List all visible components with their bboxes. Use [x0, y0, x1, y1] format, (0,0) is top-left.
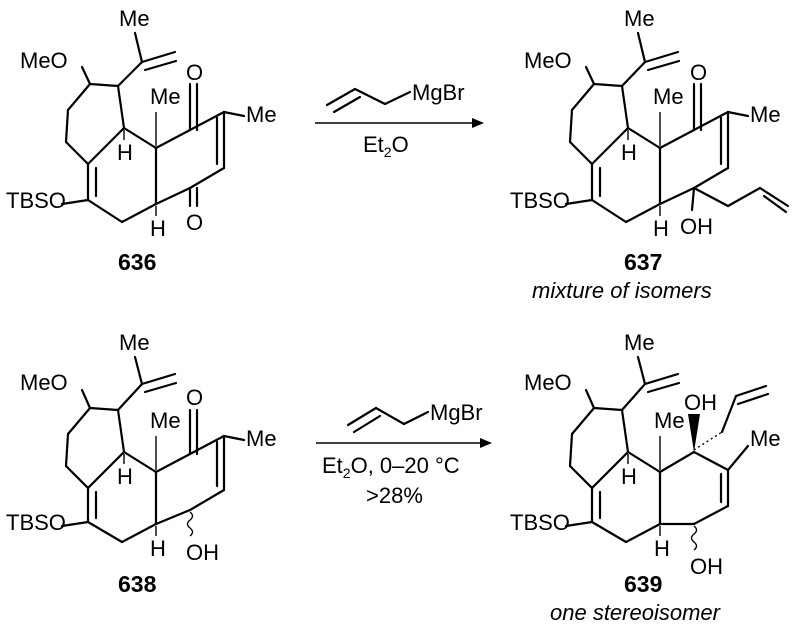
me-label: Me: [654, 408, 685, 433]
compound-636-structure: Me MeO TBSO H Me H O: [6, 6, 277, 275]
o-label: O: [186, 210, 203, 235]
reagent-label: MgBr: [430, 400, 483, 425]
oh-label: OH: [690, 554, 723, 579]
tbso-label: TBSO: [510, 188, 570, 213]
reagent-label: MgBr: [412, 80, 465, 105]
reaction-arrow-1: MgBr Et2O: [315, 80, 484, 160]
yield-label: >28%: [366, 483, 423, 508]
oh-label: OH: [680, 214, 713, 239]
me-label: Me: [119, 330, 150, 355]
compound-639-structure: Me MeO TBSO H Me H OH Me: [510, 330, 781, 625]
h-label: H: [621, 140, 637, 165]
h-label: H: [150, 216, 166, 241]
oh-label: OH: [684, 390, 717, 415]
reaction-arrow-2: MgBr Et2O, 0–20 °C >28%: [316, 400, 492, 508]
conditions-label: Et2O: [363, 132, 409, 160]
meo-label: MeO: [20, 370, 68, 395]
oh-label: OH: [186, 540, 219, 565]
oh-wedge: [688, 414, 700, 452]
me-label: Me: [246, 426, 277, 451]
meo-label: MeO: [524, 370, 572, 395]
tbso-label: TBSO: [510, 510, 570, 535]
h-label: H: [150, 536, 166, 561]
compound-637-structure: Me MeO TBSO H Me H O Me: [510, 6, 790, 303]
me-label: Me: [150, 84, 181, 109]
tbso-label: TBSO: [6, 188, 66, 213]
compound-number-636: 636: [118, 249, 156, 275]
o-label: O: [186, 385, 203, 410]
me-label: Me: [624, 330, 655, 355]
me-label: Me: [624, 6, 655, 31]
h-label: H: [117, 140, 133, 165]
h-label: H: [654, 536, 670, 561]
meo-label: MeO: [20, 48, 68, 73]
me-label: Me: [150, 408, 181, 433]
h-label: H: [117, 464, 133, 489]
me-label: Me: [246, 102, 277, 127]
compound-note-639: one stereoisomer: [550, 600, 722, 625]
o-label: O: [690, 60, 707, 85]
meo-label: MeO: [524, 48, 572, 73]
me-label: Me: [750, 102, 781, 127]
o-label: O: [186, 60, 203, 85]
compound-number-637: 637: [624, 249, 662, 275]
me-label: Me: [653, 84, 684, 109]
compound-638-structure: Me MeO TBSO H Me H O Me: [6, 330, 277, 597]
compound-number-639: 639: [624, 571, 662, 597]
h-label: H: [621, 464, 637, 489]
me-label: Me: [750, 426, 781, 451]
conditions-label: Et2O, 0–20 °C: [322, 453, 460, 481]
compound-number-638: 638: [118, 571, 157, 597]
me-label: Me: [119, 6, 150, 31]
compound-note-637: mixture of isomers: [532, 278, 712, 303]
tbso-label: TBSO: [6, 510, 66, 535]
h-label: H: [653, 216, 669, 241]
